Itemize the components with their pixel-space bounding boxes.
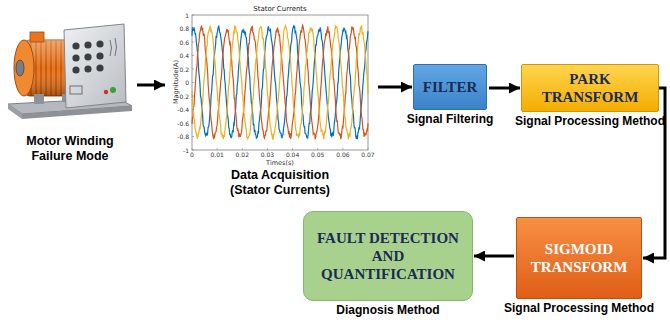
method-label: Signal Filtering (365, 113, 535, 126)
x-tick-label: 0.04 (286, 151, 299, 158)
x-tick-label: 0.05 (311, 151, 324, 158)
method-label: Signal Processing Method (494, 302, 664, 315)
method-label: Signal Processing Method (505, 115, 670, 128)
y-tick-label: -0.4 (177, 106, 189, 113)
flow-arrow (643, 88, 665, 258)
box-label: SIGMOID TRANSFORM (523, 240, 635, 276)
fault-detection-box: FAULT DETECTION AND QUANTIFICATIONDiagno… (303, 211, 473, 301)
plot-title: Stator Currents (240, 5, 320, 13)
x-tick-label: 0.02 (236, 151, 249, 158)
flow-arrow (474, 255, 514, 258)
y-tick-label: -1 (183, 147, 189, 154)
y-tick-label: 0.4 (179, 52, 189, 59)
y-tick-label: -0.8 (177, 133, 189, 140)
flow-arrow (378, 86, 412, 89)
flow-arrow (489, 87, 520, 90)
box-label: PARK TRANSFORM (528, 70, 652, 106)
motor-picture: Motor Winding Failure Mode (5, 18, 135, 176)
motor-illustration (8, 24, 132, 119)
x-tick-label: 0.03 (261, 151, 274, 158)
x-tick-label: 0.07 (361, 151, 374, 158)
y-tick-label: 1 (185, 12, 189, 19)
y-tick-label: -0.6 (177, 120, 189, 127)
x-tick-label: 0.06 (336, 151, 349, 158)
x-tick-label: 0 (190, 151, 194, 158)
y-tick-label: 0.2 (179, 66, 189, 73)
x-axis-title: Times(s) (266, 159, 294, 167)
y-tick-label: 0 (185, 79, 189, 86)
current-plot-panel: Stator CurrentsData Acquisition (Stator … (166, 2, 376, 198)
y-tick-label: -0.2 (177, 93, 189, 100)
motor-caption: Motor Winding Failure Mode (5, 134, 135, 164)
y-tick-label: 0.6 (179, 39, 189, 46)
sigmoid-transform-box: SIGMOID TRANSFORMSignal Processing Metho… (516, 217, 642, 299)
y-tick-label: 0.8 (179, 25, 189, 32)
flow-arrow (137, 84, 165, 87)
box-label: FAULT DETECTION AND QUANTIFICATION (310, 229, 466, 283)
park-transform-box: PARK TRANSFORMSignal Processing Method (521, 64, 659, 112)
x-tick-label: 0.01 (210, 151, 223, 158)
plot-caption: Data Acquisition (Stator Currents) (210, 168, 350, 198)
box-label: FILTER (423, 78, 477, 96)
filter-box: FILTERSignal Filtering (413, 64, 487, 110)
current-plot (192, 15, 368, 150)
method-label: Diagnosis Method (303, 304, 473, 317)
